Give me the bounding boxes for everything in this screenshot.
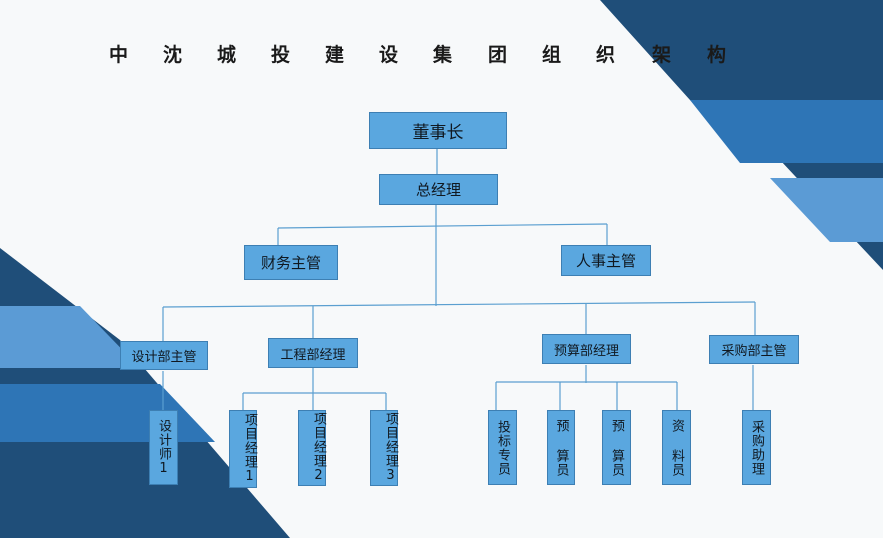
node-label: 财务主管 [260, 254, 321, 272]
node-label: 采购助理 [749, 419, 764, 476]
node-purchase-head: 采购部主管 [709, 335, 799, 364]
node-finance-supervisor: 财务主管 [244, 245, 338, 280]
node-label: 总经理 [415, 181, 461, 199]
title-char: 城 [217, 44, 237, 66]
node-label: 人事主管 [575, 252, 636, 270]
title-char: 集 [433, 44, 453, 66]
node-hr-supervisor: 人事主管 [561, 245, 651, 276]
node-label: 资 料员 [669, 418, 684, 477]
node-general-manager: 总经理 [379, 174, 498, 205]
node-label: 预算部经理 [553, 343, 619, 359]
title-char: 中 [109, 44, 129, 66]
node-designer-1: 设计师1 [149, 410, 178, 485]
node-label: 投标专员 [495, 419, 510, 476]
node-bid-specialist: 投标专员 [488, 410, 517, 485]
node-label: 设计师1 [156, 418, 171, 477]
node-budget-head: 预算部经理 [542, 334, 631, 364]
node-label: 设计部主管 [131, 350, 197, 365]
node-engineering-head: 工程部经理 [268, 338, 358, 368]
node-budget-clerk-2: 预 算员 [602, 410, 631, 485]
node-label: 项目经理1 [242, 413, 257, 485]
title-char: 团 [488, 44, 508, 66]
node-label: 项目经理3 [383, 412, 398, 484]
title-char: 投 [271, 44, 291, 66]
title-char: 构 [707, 44, 727, 66]
title-char: 建 [325, 44, 345, 66]
node-project-manager-3: 项目经理3 [370, 410, 398, 486]
node-data-clerk: 资 料员 [662, 410, 691, 485]
node-purchase-assistant: 采购助理 [742, 410, 771, 485]
title-char: 架 [652, 44, 672, 66]
node-label: 董事长 [412, 123, 464, 143]
node-chairman: 董事长 [369, 112, 507, 149]
node-project-manager-1: 项目经理1 [229, 410, 257, 488]
node-design-head: 设计部主管 [120, 341, 208, 370]
title-char: 设 [379, 44, 399, 66]
node-budget-clerk-1: 预 算员 [547, 410, 575, 485]
title-char: 组 [542, 44, 562, 66]
node-label: 工程部经理 [280, 347, 346, 363]
node-label: 预 算员 [609, 418, 624, 477]
title-char: 沈 [163, 44, 183, 66]
node-label: 采购部主管 [721, 344, 787, 359]
node-label: 项目经理2 [311, 412, 326, 484]
title-char: 织 [596, 44, 616, 66]
node-label: 预 算员 [553, 418, 569, 477]
node-project-manager-2: 项目经理2 [298, 410, 326, 486]
